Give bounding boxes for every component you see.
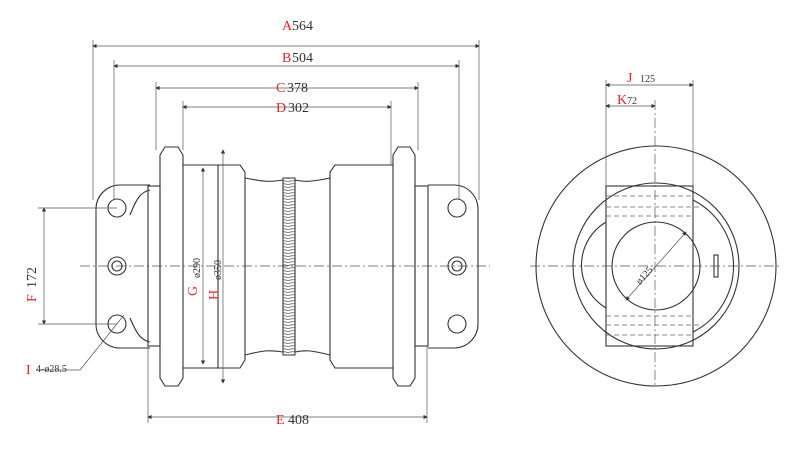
dim-f-value: 172: [25, 267, 40, 288]
side-view: G ø290 H ø350: [80, 146, 490, 387]
dim-k-value: 72: [627, 96, 637, 107]
dim-d-letter: D: [276, 101, 286, 116]
dim-b-value: 504: [292, 51, 313, 66]
dim-a-letter: A: [282, 19, 293, 34]
dim-g-letter: G: [186, 286, 201, 296]
dim-j-letter: J: [627, 71, 633, 86]
dim-f-letter: F: [25, 294, 40, 302]
dim-h-value: ø350: [213, 260, 224, 280]
dim-a-value: 564: [292, 19, 313, 34]
bore-diameter-value: ø125: [634, 265, 656, 287]
dim-k-letter: K: [617, 93, 627, 108]
end-view: ø125 J 125 K 72: [530, 71, 780, 387]
dim-h-letter: H: [207, 290, 222, 300]
dim-j-value: 125: [640, 74, 655, 85]
dim-i-value: 4-ø28.5: [36, 364, 67, 375]
dim-b-letter: B: [282, 51, 291, 66]
dim-c-value: 378: [287, 81, 308, 96]
dim-g-value: ø290: [192, 258, 203, 278]
dim-e-value: 408: [288, 413, 309, 428]
dim-d-value: 302: [288, 101, 309, 116]
dim-i-letter: I: [26, 363, 31, 378]
dimension-lines: A 564 B 504 C 378 D 302 E 408 F 172 I 4-…: [25, 19, 480, 428]
dim-c-letter: C: [276, 81, 285, 96]
dim-e-letter: E: [276, 413, 285, 428]
